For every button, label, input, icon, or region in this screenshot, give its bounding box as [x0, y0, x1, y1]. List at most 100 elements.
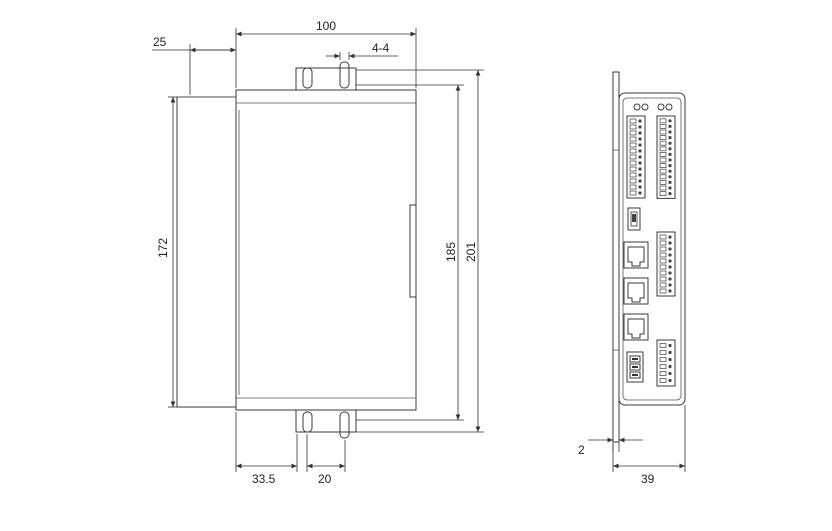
terminal-pin	[629, 124, 637, 130]
terminal-screw	[638, 119, 642, 123]
terminal-pin	[629, 166, 637, 172]
side-rail	[409, 204, 417, 298]
dim-height-body: 172	[156, 96, 177, 408]
power-connector	[626, 351, 644, 383]
dim-height-holes: 185	[356, 84, 464, 421]
terminal-screw	[668, 343, 672, 348]
terminal-pin	[659, 185, 667, 191]
side-mounting-plate	[612, 71, 620, 443]
terminal-pin	[659, 264, 667, 270]
terminal-pin	[659, 151, 667, 157]
terminal-screw	[668, 357, 672, 362]
terminal-pin	[629, 136, 637, 142]
terminal-screw	[668, 259, 672, 263]
dim-width-top: 100	[235, 19, 417, 88]
terminal-screw	[668, 169, 672, 173]
terminal-screw	[668, 130, 672, 134]
terminal-pin	[659, 124, 667, 129]
terminal-screw	[638, 179, 642, 183]
terminal-pin	[659, 371, 667, 376]
terminal-screw	[638, 125, 642, 129]
terminal-pin	[659, 157, 667, 163]
dim-label-height-holes: 185	[444, 242, 458, 262]
dim-flange-offset: 25	[152, 35, 236, 95]
terminal-screw	[638, 155, 642, 159]
terminal-pin	[659, 118, 667, 124]
terminal-pin	[659, 146, 667, 152]
terminal-pin	[629, 148, 637, 154]
terminal-screw	[668, 124, 672, 128]
terminal-pin	[629, 172, 637, 178]
left-terminal-block	[626, 115, 646, 199]
top-mounting-tab	[295, 61, 357, 90]
terminal-pin	[629, 184, 637, 190]
terminal-pin	[629, 154, 637, 160]
terminal-screw	[668, 186, 672, 190]
terminal-screw	[668, 378, 672, 383]
terminal-pin	[659, 234, 667, 240]
right-terminal-block-mid	[656, 231, 676, 297]
terminal-screw	[668, 164, 672, 168]
terminal-screw	[638, 131, 642, 135]
front-view: 100 25 4-4 172 185	[152, 19, 484, 486]
terminal-pin	[659, 246, 667, 252]
terminal-screw	[668, 141, 672, 145]
terminal-pin	[659, 140, 667, 146]
terminal-pin	[659, 378, 667, 383]
right-terminal-block-bottom	[656, 339, 676, 387]
terminal-pin	[629, 190, 637, 196]
dim-label-height-overall: 201	[464, 242, 478, 262]
enclosure-body	[176, 96, 237, 408]
terminal-screw	[668, 241, 672, 245]
terminal-screw	[668, 180, 672, 184]
right-terminal-block-top	[656, 115, 676, 199]
terminal-screw	[668, 277, 672, 281]
terminal-screw	[668, 247, 672, 251]
terminal-pin	[629, 142, 637, 148]
terminal-screw	[668, 350, 672, 355]
terminal-screw	[668, 158, 672, 162]
terminal-pin	[659, 135, 667, 141]
terminal-screw	[668, 253, 672, 257]
mounting-plate	[235, 89, 417, 411]
dim-label-width-top: 100	[316, 19, 336, 33]
terminal-screw	[668, 192, 672, 196]
terminal-screw	[668, 175, 672, 179]
terminal-pin	[659, 252, 667, 258]
terminal-pin	[659, 163, 667, 169]
dim-label-slot-spacing-bottom: 20	[318, 472, 332, 486]
dim-slot-spacing-bottom: 20	[306, 434, 346, 486]
terminal-pin	[659, 276, 667, 282]
dim-height-overall: 201	[356, 69, 484, 433]
terminal-pin	[659, 129, 667, 135]
terminal-screw	[638, 185, 642, 189]
terminal-pin	[659, 270, 667, 276]
rj45-port-2	[623, 277, 649, 305]
terminal-screw	[638, 167, 642, 171]
dim-slot-size: 4-4	[326, 41, 398, 60]
dim-label-flange-offset: 25	[153, 35, 167, 49]
terminal-pin	[659, 168, 667, 174]
terminal-screw	[668, 271, 672, 275]
terminal-pin	[659, 240, 667, 246]
terminal-screw	[638, 161, 642, 165]
dim-label-slot-offset-bottom: 33.5	[252, 472, 276, 486]
terminal-screw	[668, 283, 672, 287]
terminal-screw	[638, 191, 642, 195]
usb-port	[627, 207, 641, 231]
side-housing	[618, 92, 686, 406]
dim-plate-thickness: 2	[578, 437, 643, 457]
dim-depth: 39	[612, 405, 686, 486]
bottom-mounting-tab	[295, 410, 357, 439]
dim-label-depth: 39	[641, 472, 655, 486]
terminal-screw	[668, 289, 672, 293]
dim-slot-offset-bottom: 33.5	[235, 412, 298, 486]
terminal-pin	[629, 130, 637, 136]
terminal-pin	[629, 160, 637, 166]
terminal-screw	[668, 235, 672, 239]
rj45-port-3	[623, 313, 649, 341]
terminal-screw	[638, 149, 642, 153]
dim-label-height-body: 172	[156, 238, 170, 258]
terminal-screw	[668, 265, 672, 269]
